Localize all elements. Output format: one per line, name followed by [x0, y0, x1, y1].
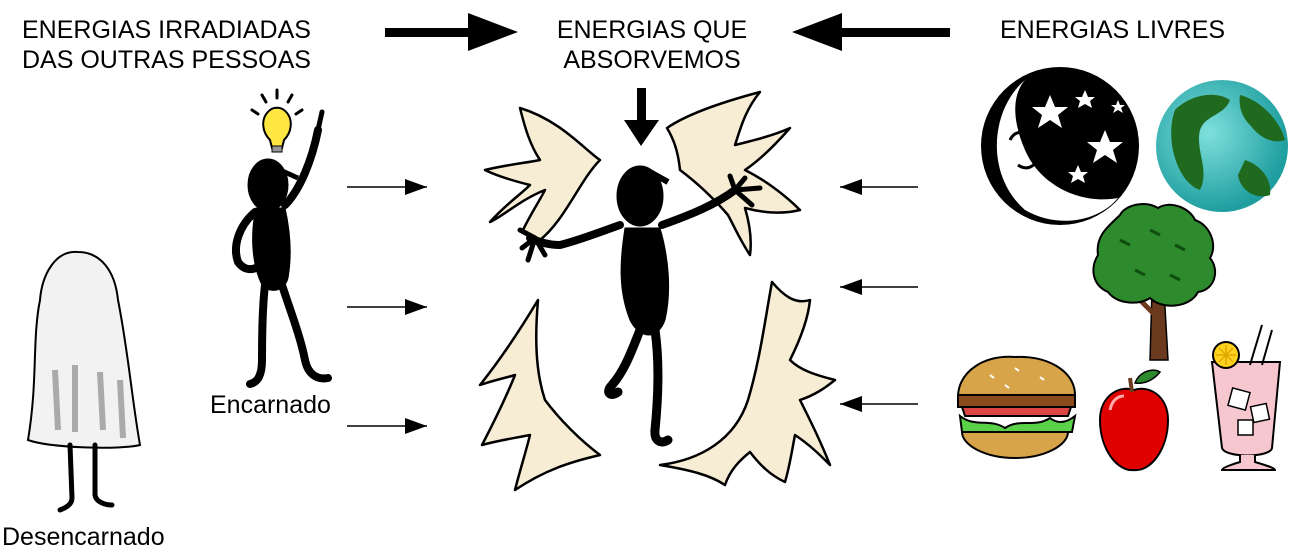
arrow-right-3-head — [840, 396, 862, 412]
arrow-radiated-to-absorbed — [385, 13, 518, 51]
arrow-left-1-head — [405, 179, 427, 195]
incarnate-label: Encarnado — [210, 391, 331, 419]
apple-icon — [1098, 369, 1170, 472]
energized-person-icon — [517, 165, 763, 447]
arrow-left-2-head — [405, 299, 427, 315]
arrow-right-2-head — [840, 279, 862, 295]
drink-icon — [1210, 324, 1282, 471]
discarnate-label: Desencarnado — [2, 523, 165, 551]
arrow-right-1-head — [840, 179, 862, 195]
absorbed-energies-label: ENERGIAS QUE ABSORVEMOS — [517, 15, 787, 75]
arrow-left-3-head — [405, 418, 427, 434]
ghost-icon — [26, 250, 142, 513]
free-energies-label: ENERGIAS LIVRES — [1000, 16, 1226, 44]
hamburger-icon — [956, 355, 1077, 460]
earth-icon — [1156, 80, 1288, 212]
tree-icon — [1092, 203, 1217, 361]
radiated-energies-line1: ENERGIAS IRRADIADAS — [22, 16, 311, 44]
radiated-energies-line2: DAS OUTRAS PESSOAS — [22, 46, 311, 74]
arrow-down-absorbed — [624, 88, 659, 146]
moon-stars-icon — [981, 67, 1139, 225]
absorbed-energies-line1: ENERGIAS QUE — [556, 16, 748, 44]
radiated-energies-label: ENERGIAS IRRADIADAS DAS OUTRAS PESSOAS — [22, 15, 311, 75]
arrow-free-to-absorbed — [792, 13, 950, 51]
lightbulb-icon — [250, 88, 304, 153]
person-pointing-up-icon — [232, 109, 332, 388]
absorbed-energies-line2: ABSORVEMOS — [563, 46, 741, 74]
